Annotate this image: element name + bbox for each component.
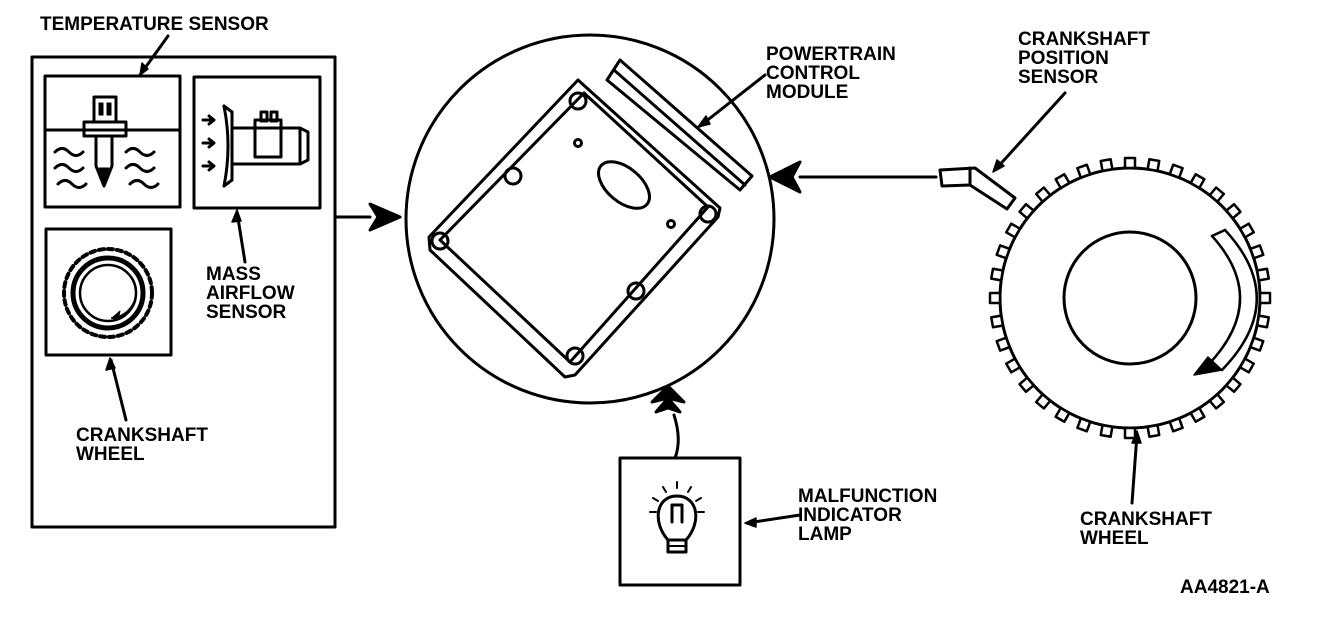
crankshaft-tooth <box>1238 357 1255 374</box>
crankshaft-tooth <box>1076 163 1092 179</box>
crankshaft-wheel-leader-arrowhead <box>1131 430 1142 444</box>
crankshaft-tooth <box>995 244 1011 260</box>
temperature-sensor-icon <box>43 74 182 209</box>
crankshaft-position-sensor-icon <box>938 166 1017 211</box>
crankshaft-tooth <box>1099 423 1114 438</box>
crankshaft-wheel-left-label: CRANKSHAFT WHEEL <box>76 425 208 465</box>
cps-leader <box>993 91 1067 172</box>
crankshaft-tooth <box>1099 158 1114 173</box>
crankshaft-tooth <box>1249 244 1265 260</box>
crankshaft-tooth <box>1225 376 1242 394</box>
crankshaft-tooth <box>1054 173 1071 190</box>
crankshaft-tooth <box>1018 376 1035 394</box>
crankshaft-tooth <box>995 336 1011 352</box>
crankshaft-tooth <box>1005 357 1022 374</box>
powertrain-control-module-label: POWERTRAIN CONTROL MODULE <box>766 44 896 103</box>
crankshaft-tooth <box>1258 291 1272 305</box>
pcm-leader-arrowhead <box>697 115 711 128</box>
powertrain-control-module-icon <box>404 33 776 405</box>
crankshaft-position-sensor-label: CRANKSHAFT POSITION SENSOR <box>1018 29 1150 88</box>
output-arrow-pcm-to-lamp <box>650 384 686 460</box>
crankshaft-tooth <box>1208 393 1226 410</box>
crankshaft-tooth <box>1208 186 1226 203</box>
crankshaft-tooth <box>1005 222 1022 239</box>
crankshaft-tooth <box>1146 423 1161 438</box>
pcm-leader <box>698 73 767 128</box>
crankshaft-tooth <box>1123 156 1137 170</box>
crankshaft-tooth <box>1123 426 1137 440</box>
crankshaft-tooth <box>1034 186 1052 203</box>
input-arrow-sensors-to-pcm <box>333 202 402 232</box>
temperature-sensor-label: TEMPERATURE SENSOR <box>40 14 269 35</box>
small-crankshaft-wheel-leader <box>109 358 128 422</box>
sensor-panel <box>30 55 337 529</box>
crankshaft-tooth <box>1018 202 1035 220</box>
crankshaft-wheel-leader <box>1130 432 1139 505</box>
crankshaft-tooth <box>1238 222 1255 239</box>
mass-airflow-leader-arrowhead <box>231 209 242 223</box>
crankshaft-tooth <box>1189 406 1206 423</box>
lamp-leader-arrowhead <box>744 517 757 528</box>
crankshaft-wheel-teeth <box>988 156 1272 440</box>
crankshaft-tooth <box>1255 267 1270 282</box>
malfunction-indicator-lamp-label: MALFUNCTION INDICATOR LAMP <box>798 486 938 545</box>
figure-id: AA4821-A <box>1180 577 1270 598</box>
malfunction-indicator-lamp-icon <box>618 456 742 587</box>
small-crankshaft-wheel-icon <box>44 227 173 357</box>
crankshaft-wheel-right-label: CRANKSHAFT WHEEL <box>1080 509 1212 549</box>
small-crankshaft-wheel-leader-arrowhead <box>105 357 116 371</box>
crankshaft-tooth <box>1146 158 1161 173</box>
crankshaft-tooth <box>990 314 1005 329</box>
crankshaft-tooth <box>1168 163 1184 179</box>
mass-airflow-sensor-icon <box>192 75 322 210</box>
crankshaft-wheel-icon <box>988 156 1272 440</box>
crankshaft-tooth <box>1249 336 1265 352</box>
temperature-sensor-leader-arrowhead <box>139 62 149 76</box>
input-arrow-cps-to-pcm <box>768 160 938 194</box>
crankshaft-tooth <box>1076 417 1092 433</box>
crankshaft-tooth <box>1034 393 1052 410</box>
crankshaft-tooth <box>1054 406 1071 423</box>
crankshaft-tooth <box>990 267 1005 282</box>
crankshaft-tooth <box>1255 314 1270 329</box>
crankshaft-tooth <box>1225 202 1242 220</box>
crankshaft-tooth <box>1189 173 1206 190</box>
mass-airflow-sensor-label: MASS AIRFLOW SENSOR <box>206 264 295 323</box>
crankshaft-tooth <box>1168 417 1184 433</box>
cps-leader-arrowhead <box>992 159 1005 173</box>
crankshaft-tooth <box>988 291 1002 305</box>
